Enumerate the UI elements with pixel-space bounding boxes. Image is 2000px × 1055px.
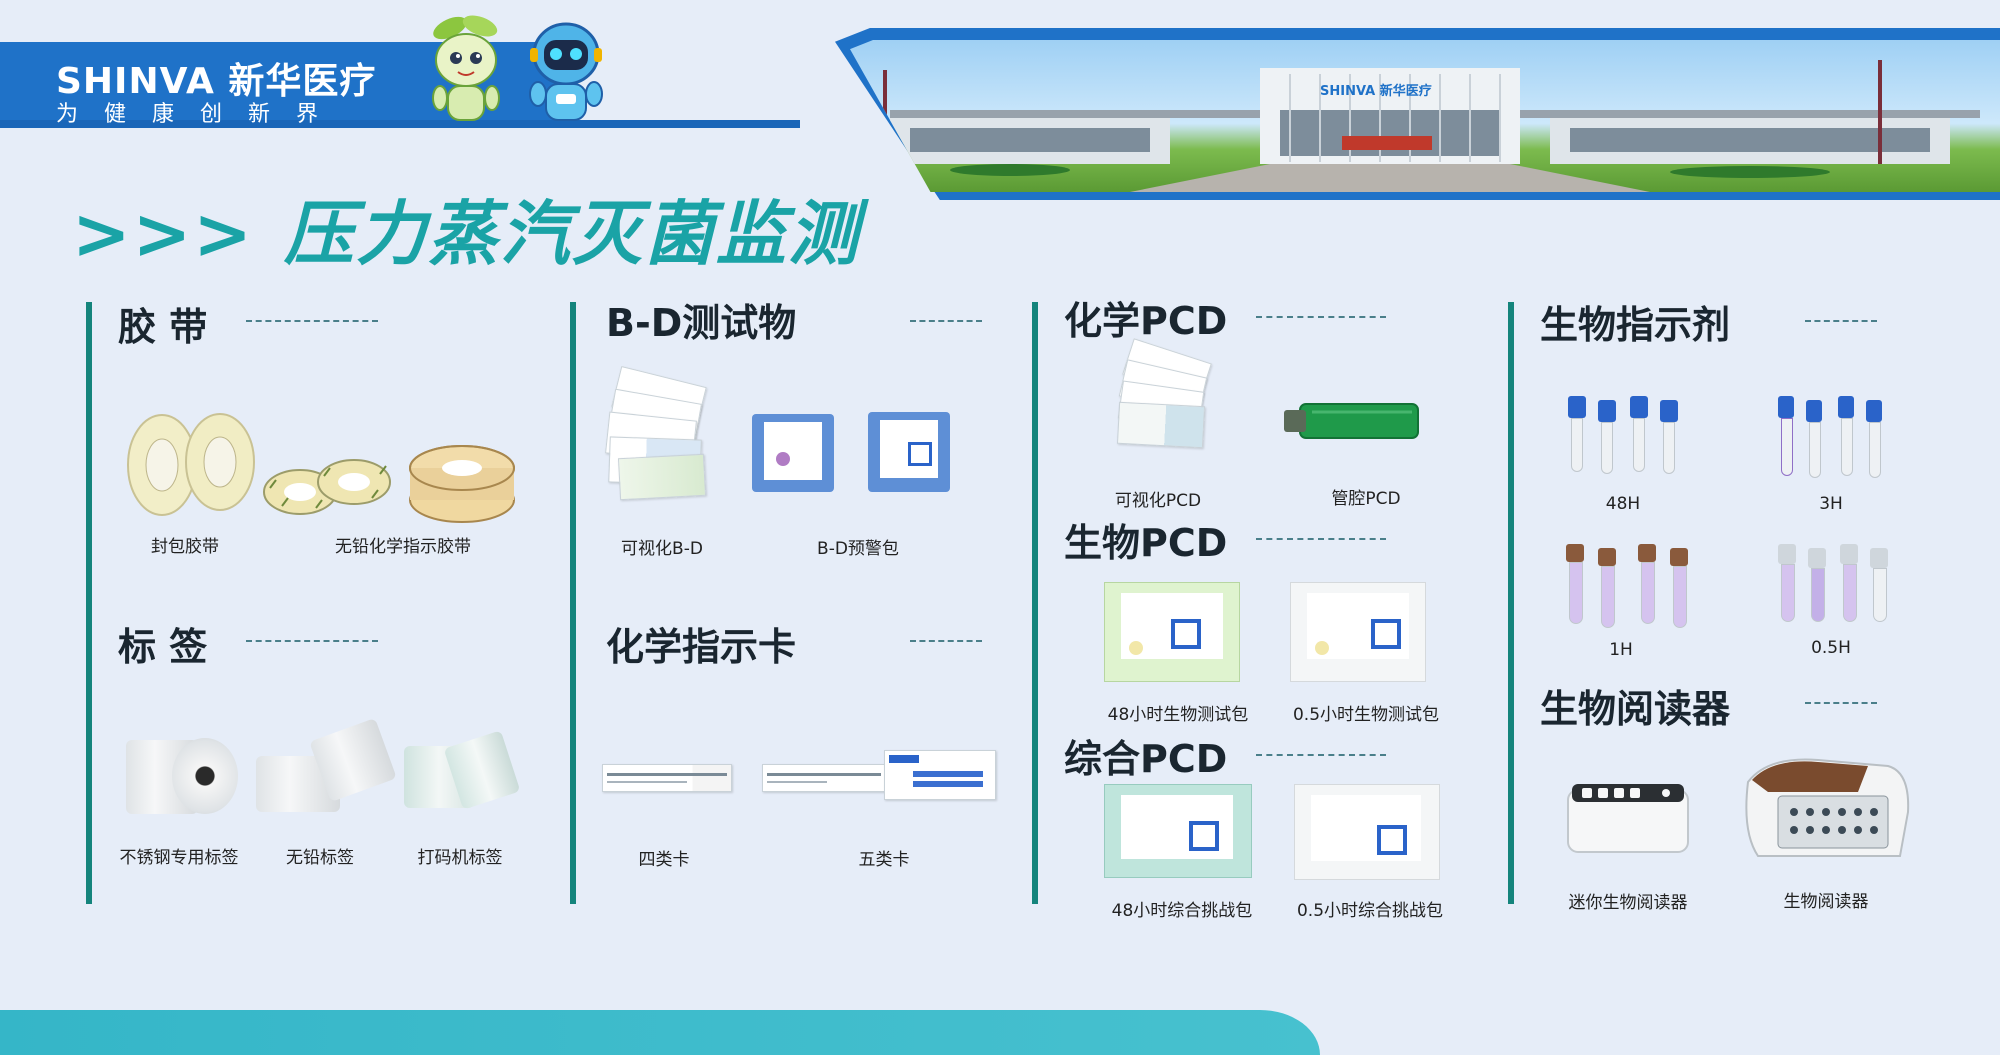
column-divider-2 [570, 302, 576, 904]
caption-bi-3h: 3H [1819, 494, 1843, 514]
bio-test-pack-48h-image [1104, 582, 1240, 682]
caption-mini-bio-reader: 迷你生物阅读器 [1568, 893, 1688, 913]
section-title-tape: 胶 带 [118, 305, 208, 349]
bio-indicator-3h-image [1776, 396, 1886, 482]
mascot-sprout-icon [432, 15, 500, 121]
brand-banner-stripe [0, 120, 800, 128]
factory-photo-sign: SHINVA 新华医疗 [1320, 84, 1432, 99]
bio-indicator-05h-image [1776, 544, 1890, 628]
column-divider-4 [1508, 302, 1514, 904]
caption-bi-05h: 0.5H [1811, 638, 1851, 658]
section-title-bio-indicator: 生物指示剂 [1540, 303, 1731, 347]
bio-indicator-1h-image [1564, 544, 1696, 634]
section-dash-combined-pcd [1256, 754, 1386, 756]
sealing-tape-image [127, 413, 255, 516]
combined-challenge-pack-48h-image [1104, 784, 1252, 878]
caption-bi-1h: 1H [1609, 640, 1633, 660]
brand-logo-text: SHINVA 新华医疗 [56, 61, 377, 102]
caption-lumen-pcd: 管腔PCD [1331, 489, 1401, 509]
steam-tape-image [409, 445, 515, 523]
caption-bio-reader: 生物阅读器 [1783, 892, 1869, 912]
section-dash-label [246, 640, 378, 642]
section-title-label: 标 签 [118, 625, 208, 669]
section-title-bio-pcd: 生物PCD [1064, 521, 1228, 565]
page-title: >>> 压力蒸汽灭菌监测 [72, 178, 860, 279]
bd-warning-pack-1 [752, 414, 834, 492]
section-dash-bd [910, 320, 982, 322]
section-dash-bio-indicator [1805, 320, 1877, 322]
combined-challenge-pack-05h-image [1294, 784, 1440, 880]
section-title-combined-pcd: 综合PCD [1064, 737, 1228, 781]
caption-bd-warning-pack: B-D预警包 [817, 539, 899, 559]
caption-visual-pcd: 可视化PCD [1114, 491, 1202, 511]
section-dash-tape [246, 320, 378, 322]
factory-photo: SHINVA 新华医疗 [850, 40, 2000, 192]
footer-wave [0, 1010, 1320, 1055]
caption-combined-pack-48h: 48小时综合挑战包 [1111, 901, 1253, 921]
visual-bd-image [595, 365, 745, 510]
caption-bi-48h: 48H [1605, 494, 1641, 514]
brand-slogan: 为健康创新界 [56, 102, 345, 127]
title-text: 压力蒸汽灭菌监测 [283, 193, 860, 275]
bio-reader-image [1745, 758, 1910, 857]
caption-printer-label: 打码机标签 [417, 848, 503, 868]
class4-card-image [602, 764, 732, 792]
mascot-astronaut-icon [529, 22, 603, 121]
bio-indicator-48h-image [1566, 396, 1690, 476]
column-divider-1 [86, 302, 92, 904]
lumen-pcd-image [1284, 403, 1419, 439]
stainless-label-roll-2 [172, 738, 238, 814]
section-dash-bio-reader [1805, 702, 1877, 704]
chemical-indicator-tape-image [263, 459, 391, 515]
section-dash-chem-pcd [1256, 316, 1386, 318]
caption-stainless-label: 不锈钢专用标签 [119, 848, 239, 868]
caption-lead-free-label: 无铅标签 [286, 848, 354, 868]
section-title-chem-pcd: 化学PCD [1064, 299, 1228, 343]
bio-test-pack-05h-image [1290, 582, 1426, 682]
class5-card-image-2 [884, 750, 996, 800]
section-dash-chem-card [910, 640, 982, 642]
title-arrows: >>> [72, 193, 254, 275]
class5-card-image-1 [762, 764, 886, 792]
caption-class5-card: 五类卡 [858, 850, 910, 870]
section-title-bd: B-D测试物 [606, 301, 797, 345]
caption-bio-test-pack-48h: 48小时生物测试包 [1107, 705, 1249, 725]
caption-indicator-tape: 无铅化学指示胶带 [335, 537, 471, 557]
caption-visual-bd: 可视化B-D [621, 539, 703, 559]
bd-warning-pack-2 [868, 412, 950, 492]
caption-combined-pack-05h: 0.5小时综合挑战包 [1296, 901, 1444, 921]
section-title-chem-card: 化学指示卡 [606, 625, 797, 669]
caption-bio-test-pack-05h: 0.5小时生物测试包 [1292, 705, 1440, 725]
visual-pcd-image [1112, 338, 1232, 456]
caption-sealing-tape: 封包胶带 [151, 537, 219, 557]
section-dash-bio-pcd [1256, 538, 1386, 540]
caption-class4-card: 四类卡 [638, 850, 690, 870]
section-title-bio-reader: 生物阅读器 [1540, 687, 1731, 731]
column-divider-3 [1032, 302, 1038, 904]
mini-bio-reader-image [1567, 784, 1689, 853]
